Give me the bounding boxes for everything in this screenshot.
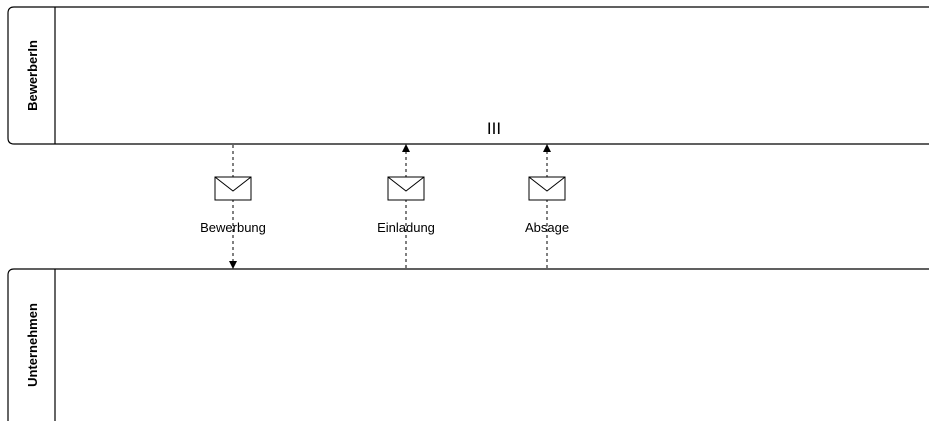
pool-bewerberin-border (7, 6, 929, 145)
envelope-icon (528, 176, 566, 201)
multi-instance-marker: III (487, 119, 501, 138)
message-flow-label: Einladung (377, 220, 435, 235)
message-flow-label: Absage (525, 220, 569, 235)
pool-bewerberin[interactable]: BewerberIn III (7, 6, 929, 145)
envelope-icon (214, 176, 252, 201)
pool-bewerberin-label: BewerberIn (25, 40, 40, 111)
pool-unternehmen-label: Unternehmen (25, 303, 40, 387)
envelope-icon (387, 176, 425, 201)
message-flow-label: Bewerbung (200, 220, 266, 235)
message-flow-einladung[interactable]: Einladung (377, 144, 435, 268)
message-flow-absage[interactable]: Absage (525, 144, 569, 268)
pool-unternehmen-border (7, 268, 929, 421)
pool-unternehmen[interactable]: Unternehmen (7, 268, 929, 421)
message-flow-bewerbung[interactable]: Bewerbung (200, 145, 266, 269)
